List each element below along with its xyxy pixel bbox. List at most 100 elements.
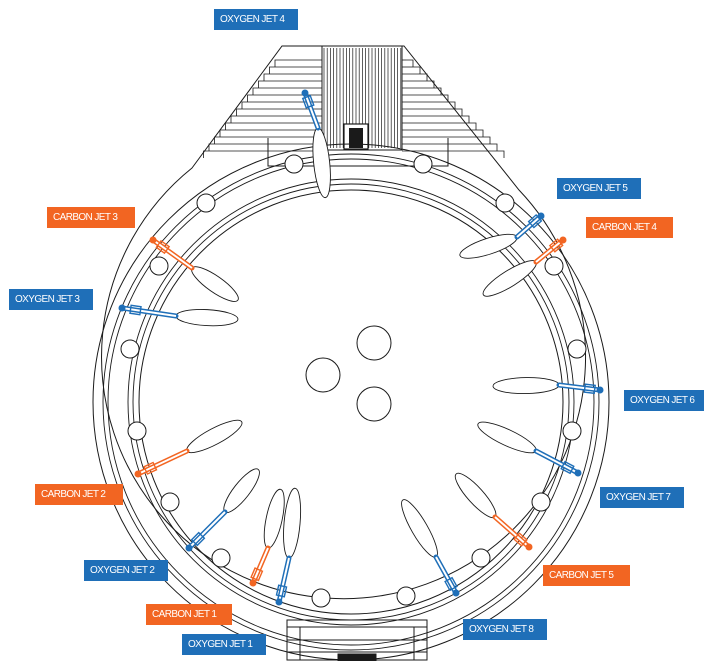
shell-ring-5 — [132, 183, 570, 621]
oxygen-jet-2-lance-core — [188, 511, 226, 549]
shell-port — [127, 421, 147, 441]
refractory-step — [406, 59, 414, 67]
carbon-jet-1-nozzle — [249, 579, 257, 587]
carbon-jet-1-coupling — [250, 567, 264, 582]
carbon-jet-1-label: CARBON JET 1 — [146, 604, 232, 625]
oxygen-jet-8 — [401, 499, 460, 597]
oxygen-jet-7-nozzle — [574, 469, 582, 477]
refractory-step — [434, 87, 442, 95]
electrode-bottom — [356, 386, 392, 422]
carbon-jet-5-lance-core — [494, 516, 530, 548]
oxygen-jet-6-label: OXYGEN JET 6 — [624, 390, 704, 411]
oxygen-jet-6-nozzle — [596, 386, 604, 394]
carbon-jet-3-nozzle — [149, 236, 157, 244]
oxygen-jet-5-label: OXYGEN JET 5 — [557, 178, 641, 199]
oxygen-jet-5-lance-core — [516, 215, 542, 238]
furnace-inner-wall — [138, 189, 564, 615]
oxygen-jet-1 — [275, 487, 302, 606]
carbon-jet-1 — [249, 488, 285, 587]
taphole-block — [321, 45, 403, 151]
refractory-step — [203, 150, 209, 158]
oxygen-jet-4-label: OXYGEN JET 4 — [214, 9, 298, 30]
carbon-jet-4 — [482, 236, 567, 297]
refractory-step — [247, 94, 253, 102]
oxygen-jet-6 — [492, 377, 604, 395]
shell-ports — [120, 154, 587, 608]
refractory-steps — [203, 59, 505, 158]
carbon-jet-2-nozzle — [134, 470, 142, 478]
carbon-jet-4-coupling — [548, 238, 564, 253]
shell-port — [396, 586, 416, 606]
oxygen-jet-2-nozzle — [185, 544, 193, 552]
oxygen-jet-3-nozzle — [118, 304, 126, 312]
refractory-step — [427, 80, 435, 88]
carbon-jet-4-lance-core — [535, 239, 564, 263]
carbon-jet-4-nozzle — [559, 236, 567, 244]
shell-ring-3 — [107, 158, 595, 646]
refractory-step — [225, 122, 231, 130]
oxygen-jet-7 — [477, 421, 582, 477]
shell-port — [544, 256, 564, 276]
refractory-step — [441, 94, 449, 102]
carbon-jet-5-nozzle — [525, 543, 533, 551]
oxygen-jet-1-lance-core — [278, 557, 290, 603]
oxygen-jet-7-lance-core — [535, 450, 579, 474]
oxygen-jet-2-plume — [223, 468, 260, 514]
electrode-top — [356, 325, 392, 361]
refractory-step — [230, 115, 236, 123]
oxygen-jet-2-label: OXYGEN JET 2 — [84, 560, 168, 581]
oxygen-jet-6-lance-core — [558, 384, 601, 391]
oxygen-jet-7-label: OXYGEN JET 7 — [600, 487, 684, 508]
shell-port — [211, 548, 231, 568]
oxygen-jet-4-coupling — [301, 94, 315, 109]
shell-port — [149, 256, 169, 276]
shell-port — [562, 421, 582, 441]
shell-ring-2 — [102, 153, 600, 651]
shell-port — [531, 492, 551, 512]
shell-port — [495, 193, 515, 213]
oxygen-jet-2 — [185, 468, 260, 552]
refractory-step — [483, 136, 491, 144]
oxygen-jet-3 — [118, 304, 239, 327]
shell-port — [471, 548, 491, 568]
shell-port — [413, 154, 433, 174]
refractory-step — [219, 129, 225, 137]
carbon-jet-3-label: CARBON JET 3 — [47, 207, 135, 228]
carbon-jet-4-label: CARBON JET 4 — [586, 217, 673, 238]
refractory-step — [252, 87, 258, 95]
oxygen-jet-3-label: OXYGEN JET 3 — [9, 289, 93, 310]
oxygen-jet-4 — [301, 89, 331, 199]
refractory-step — [258, 80, 264, 88]
oxygen-jet-8-label: OXYGEN JET 8 — [463, 619, 547, 640]
oxygen-jet-8-nozzle — [452, 589, 460, 597]
oxygen-jet-3-coupling — [129, 304, 142, 316]
oxygen-jet-1-coupling — [275, 584, 288, 598]
refractory-step — [263, 73, 269, 81]
shell-port — [196, 193, 216, 213]
carbon-jet-2-label: CARBON JET 2 — [35, 484, 123, 505]
oxygen-jet-5-coupling — [527, 213, 543, 229]
oxygen-jet-6-plume — [492, 377, 560, 395]
refractory-step — [448, 101, 456, 109]
oxygen-jet-1-label: OXYGEN JET 1 — [182, 634, 266, 655]
oxygen-jet-8-lance-core — [435, 556, 457, 594]
shell-ring-4 — [127, 178, 575, 626]
refractory-step — [497, 150, 505, 158]
oxygen-jet-4-nozzle — [301, 89, 309, 97]
refractory-step — [490, 143, 498, 151]
oxygen-jet-3-plume — [175, 309, 239, 327]
carbon-jet-5-label: CARBON JET 5 — [543, 565, 630, 586]
oxygen-jet-4-lance-core — [304, 92, 319, 129]
oxygen-jet-7-coupling — [560, 460, 575, 475]
shell-port — [567, 339, 587, 359]
oxygen-jet-6-coupling — [583, 383, 596, 395]
shell-port — [284, 154, 304, 174]
carbon-jet-2-plume — [186, 419, 243, 454]
refractory-step — [469, 122, 477, 130]
oxygen-jet-1-nozzle — [275, 598, 283, 606]
refractory-step — [462, 115, 470, 123]
shell-port — [311, 588, 331, 608]
refractory-step — [241, 101, 247, 109]
carbon-jet-3-lance-core — [152, 239, 193, 269]
